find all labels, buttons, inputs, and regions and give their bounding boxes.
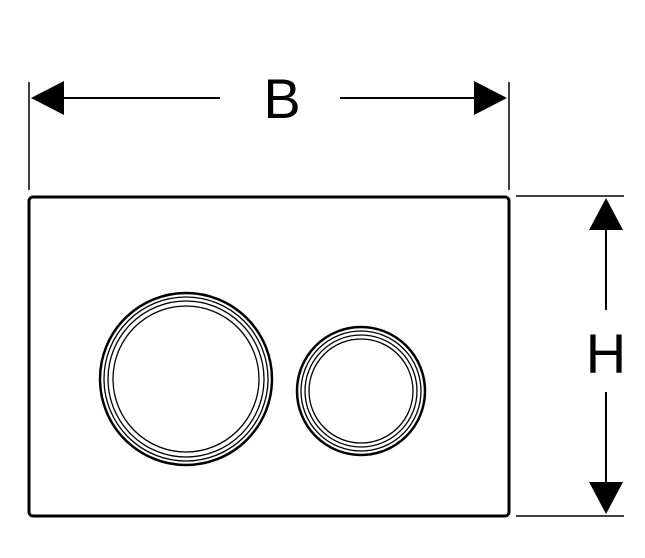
small-flush-button bbox=[295, 325, 427, 457]
flush-plate-outline bbox=[27, 195, 511, 518]
arrowhead-up bbox=[589, 198, 623, 230]
arrowhead-right bbox=[474, 81, 507, 115]
arrowhead-left bbox=[31, 81, 64, 115]
width-dimension: B bbox=[28, 67, 510, 190]
height-dimension: H bbox=[516, 195, 626, 517]
width-label: B bbox=[263, 67, 300, 130]
large-flush-button bbox=[98, 291, 274, 467]
arrowhead-down bbox=[589, 482, 623, 514]
height-label: H bbox=[586, 322, 626, 385]
